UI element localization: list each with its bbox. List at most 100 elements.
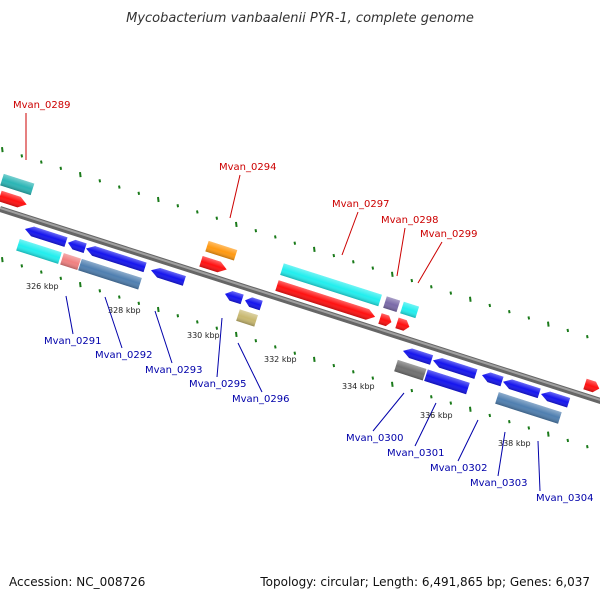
ring-tick: [469, 406, 472, 412]
leader-line: [457, 419, 479, 462]
ring-tick: [469, 296, 472, 302]
kbp-labels: 326 kbp 328 kbp 330 kbp 332 kbp 334 kbp …: [26, 282, 531, 448]
gene-arrow[interactable]: [243, 296, 263, 311]
gene-arrow[interactable]: [78, 258, 142, 290]
gene-arrow[interactable]: [378, 313, 393, 327]
ring-tick: [1, 257, 4, 263]
ring-tick: [118, 295, 121, 299]
leader-line: [497, 431, 506, 477]
ring-tick: [20, 264, 24, 268]
gene-arrow[interactable]: [480, 370, 504, 387]
ring-tick: [293, 241, 297, 245]
gene-label: Mvan_0296: [232, 394, 289, 405]
ring-tick: [157, 196, 160, 203]
gene-arrow[interactable]: [401, 346, 434, 365]
leader-line: [65, 295, 74, 335]
ring-tick: [118, 185, 121, 189]
ring-tick: [293, 351, 297, 355]
gene-arrow[interactable]: [394, 359, 427, 381]
gene-arrow[interactable]: [66, 238, 87, 253]
ring-tick: [449, 291, 453, 295]
gene-arrow[interactable]: [424, 369, 470, 395]
gene-arrow[interactable]: [205, 240, 238, 261]
ring-tick: [254, 338, 258, 343]
gene-label: Mvan_0300: [346, 433, 403, 444]
ring-tick: [79, 171, 82, 178]
ring-tick: [391, 381, 394, 387]
gene-arrow[interactable]: [275, 280, 376, 322]
gene-arrow[interactable]: [431, 356, 478, 379]
gene-label: Mvan_0303: [470, 478, 527, 489]
leader-line: [104, 296, 123, 349]
gene-label: Mvan_0293: [145, 365, 202, 376]
gene-label: Mvan_0297: [332, 199, 389, 210]
kbp-label: 328 kbp: [108, 306, 141, 315]
gene-arrow[interactable]: [60, 253, 81, 271]
ring-tick: [371, 266, 375, 270]
ring-tick: [586, 444, 589, 449]
ring-tick: [488, 303, 492, 308]
ring-tick: [332, 253, 336, 258]
gene-arrow[interactable]: [495, 392, 562, 424]
leader-line: [396, 227, 406, 277]
ring-tick: [137, 191, 141, 195]
ring-tick: [508, 310, 511, 314]
gene-arrow[interactable]: [149, 266, 186, 286]
ring-tick: [157, 306, 160, 313]
ring-tick: [235, 331, 238, 338]
ring-tick: [196, 320, 199, 324]
gene-arrow[interactable]: [0, 190, 28, 210]
ring-tick: [235, 221, 238, 228]
gene-arrow[interactable]: [501, 377, 541, 399]
ring-tick: [98, 179, 102, 183]
ring-tick: [79, 281, 82, 288]
gene-label: Mvan_0302: [430, 463, 487, 474]
leader-line: [417, 241, 443, 284]
genome-backbone: [0, 206, 600, 404]
ring-tick: [313, 246, 316, 252]
gene-arrow[interactable]: [395, 317, 411, 332]
gene-arrow[interactable]: [583, 378, 600, 394]
gene-arrow[interactable]: [223, 289, 244, 305]
kbp-label: 332 kbp: [264, 355, 297, 364]
gene-arrow[interactable]: [539, 389, 571, 408]
ring-tick: [430, 395, 433, 399]
ring-tick: [449, 401, 453, 405]
ring-tick: [1, 147, 4, 153]
gene-label: Mvan_0289: [13, 100, 70, 111]
ring-tick: [40, 160, 43, 164]
ring-tick: [566, 328, 570, 333]
kbp-label: 334 kbp: [342, 382, 375, 391]
scale-rings: [1, 147, 589, 449]
gene-label: Mvan_0294: [219, 162, 276, 173]
ring-tick: [391, 271, 394, 277]
ring-tick: [371, 376, 375, 380]
ring-tick: [176, 204, 180, 208]
gene-arrow[interactable]: [400, 301, 420, 319]
gene-labels-bottom: Mvan_0291 Mvan_0292 Mvan_0293 Mvan_0295 …: [44, 336, 593, 504]
gene-arrow[interactable]: [236, 309, 258, 327]
gene-arrow[interactable]: [0, 173, 35, 196]
ring-tick: [274, 345, 277, 349]
accession-text: Accession: NC_008726: [9, 575, 145, 589]
ring-tick: [176, 314, 180, 318]
gene-label: Mvan_0292: [95, 350, 152, 361]
ring-tick: [352, 260, 355, 264]
gene-arrow[interactable]: [23, 224, 68, 247]
gene-arrow[interactable]: [16, 239, 62, 264]
leader-line: [341, 211, 359, 256]
ring-tick: [98, 289, 102, 293]
gene-arrow[interactable]: [383, 296, 401, 313]
ring-tick: [527, 316, 531, 320]
leader-line: [229, 174, 241, 219]
gene-arrow[interactable]: [84, 244, 147, 273]
leader-line: [537, 440, 541, 492]
ring-tick: [586, 334, 589, 339]
kbp-label: 330 kbp: [187, 331, 220, 340]
gene-arrow[interactable]: [280, 263, 382, 307]
gene-arrow[interactable]: [199, 256, 228, 275]
gene-label: Mvan_0291: [44, 336, 101, 347]
leader-line: [237, 342, 263, 393]
leader-line: [372, 392, 405, 432]
